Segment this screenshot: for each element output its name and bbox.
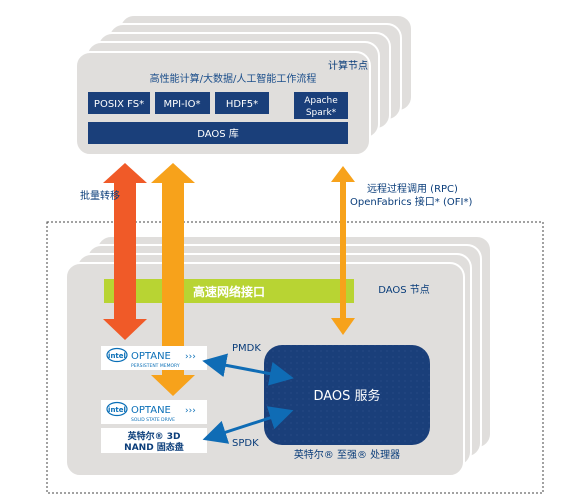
intel-logo-icon [106,401,128,417]
ssd-transfer-arrow [151,163,195,396]
chevrons-icon: ››› [185,352,196,362]
optane-pm-subtitle: PERSISTENT MEMORY [131,363,180,369]
rpc-label-line2: OpenFabrics 接口* (OFI*) [350,195,472,208]
optane-ssd-badge: intel OPTANE ››› SOLID STATE DRIVE [101,400,207,424]
pmdk-label: PMDK [232,343,261,354]
app-box-spark: Apache Spark* [294,92,348,119]
app-label-hdf5: HDF5* [226,99,258,110]
rpc-arrow [331,166,355,335]
workload-label: 高性能计算/大数据/人工智能工作流程 [150,72,317,85]
optane-brand-pm: OPTANE [131,351,171,362]
spark-label-line1: Apache [304,96,338,106]
daos-library-label: DAOS 库 [197,127,239,140]
daos-service-box: DAOS 服务 [264,345,430,445]
nand-label-line2: NAND 固态盘 [124,441,184,453]
storage-region-border [46,221,544,494]
optane-persistent-memory-badge: intel OPTANE ››› PERSISTENT MEMORY [101,346,207,370]
spdk-label: SPDK [232,438,259,449]
intel-logo-text: intel [108,406,126,414]
app-box-hdf5: HDF5* [215,92,269,114]
intel-logo-icon [106,347,128,363]
pmdk-connector-arrow [202,353,294,386]
daos-service-label: DAOS 服务 [313,388,380,404]
bulk-transfer-arrow [103,163,147,340]
nand-ssd-box: 英特尔® 3D NAND 固态盘 [101,428,207,453]
intel-logo-text: intel [108,352,126,360]
optane-brand-ssd: OPTANE [131,405,171,416]
nand-label-line1: 英特尔® 3D [127,430,181,442]
chevrons-icon: ››› [185,406,196,416]
app-box-mpiio: MPI-IO* [155,92,210,114]
daos-library-bar: DAOS 库 [88,122,348,144]
app-box-posix: POSIX FS* [88,92,150,114]
compute-node-label: 计算节点 [328,59,368,72]
processor-label: 英特尔® 至强® 处理器 [294,448,400,461]
bulk-transfer-label: 批量转移 [80,189,120,202]
network-interface-bar: 高速网络接口 [104,279,354,303]
spdk-connector-arrow [202,406,294,444]
app-label-mpiio: MPI-IO* [163,99,200,110]
daos-node-label: DAOS 节点 [378,284,430,296]
app-label-posix: POSIX FS* [94,99,144,110]
rpc-label-line1: 远程过程调用 (RPC) [367,182,458,195]
optane-ssd-subtitle: SOLID STATE DRIVE [131,417,175,423]
network-interface-label: 高速网络接口 [193,284,265,299]
spark-label-line2: Spark* [306,108,337,118]
